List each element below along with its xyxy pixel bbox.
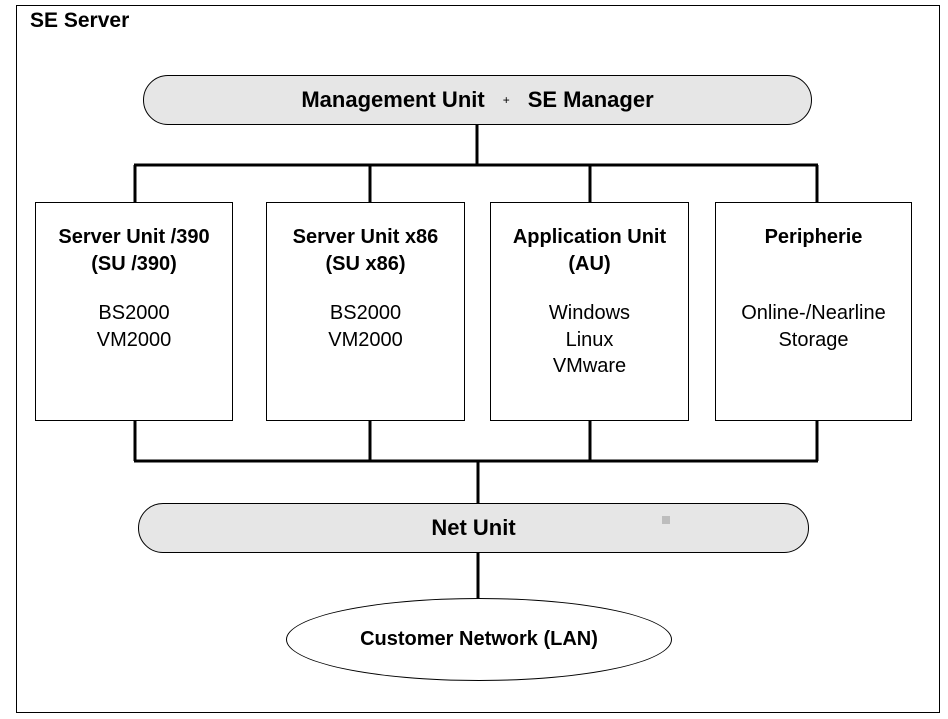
- unit-item: Online-/Nearline: [741, 302, 886, 324]
- unit-item: BS2000: [329, 302, 402, 324]
- unit-heading: Server Unit /390: [58, 226, 210, 248]
- net-unit-bar: Net Unit: [138, 503, 809, 553]
- unit-item: Windows: [548, 302, 631, 324]
- application-unit-box: Application Unit (AU) Windows Linux VMwa…: [490, 202, 689, 421]
- server-unit-390-box: Server Unit /390 (SU /390) BS2000 VM2000: [35, 202, 233, 421]
- unit-item: VMware: [552, 355, 627, 377]
- unit-item: VM2000: [328, 328, 403, 351]
- customer-network-label: Customer Network (LAN): [360, 628, 598, 650]
- unit-heading-abbrev: (SU /390): [91, 253, 177, 275]
- unit-item: BS2000: [98, 302, 170, 324]
- diagram-title: SE Server: [30, 9, 130, 32]
- unit-heading: Server Unit x86: [292, 226, 439, 248]
- peripherie-box: Peripherie Online-/Nearline Storage: [715, 202, 912, 421]
- customer-network-ellipse: Customer Network (LAN): [286, 598, 672, 681]
- plus-sign: +: [502, 93, 510, 107]
- unit-item: Linux: [565, 328, 614, 351]
- se-server-frame: [16, 5, 940, 713]
- net-unit-label: Net Unit: [431, 515, 516, 540]
- management-unit-label: Management Unit: [301, 87, 485, 112]
- management-unit-bar: Management Unit + SE Manager: [143, 75, 812, 125]
- unit-heading-abbrev: (SU x86): [325, 253, 406, 275]
- server-unit-x86-box: Server Unit x86 (SU x86) BS2000 VM2000: [266, 202, 465, 421]
- decorative-speck: [662, 516, 670, 524]
- unit-heading-abbrev: (AU): [568, 253, 611, 275]
- unit-heading: Application Unit: [512, 226, 667, 248]
- unit-item: VM2000: [96, 328, 172, 351]
- unit-heading: Peripherie: [764, 226, 863, 248]
- unit-item: Storage: [778, 328, 849, 351]
- se-manager-label: SE Manager: [527, 87, 654, 112]
